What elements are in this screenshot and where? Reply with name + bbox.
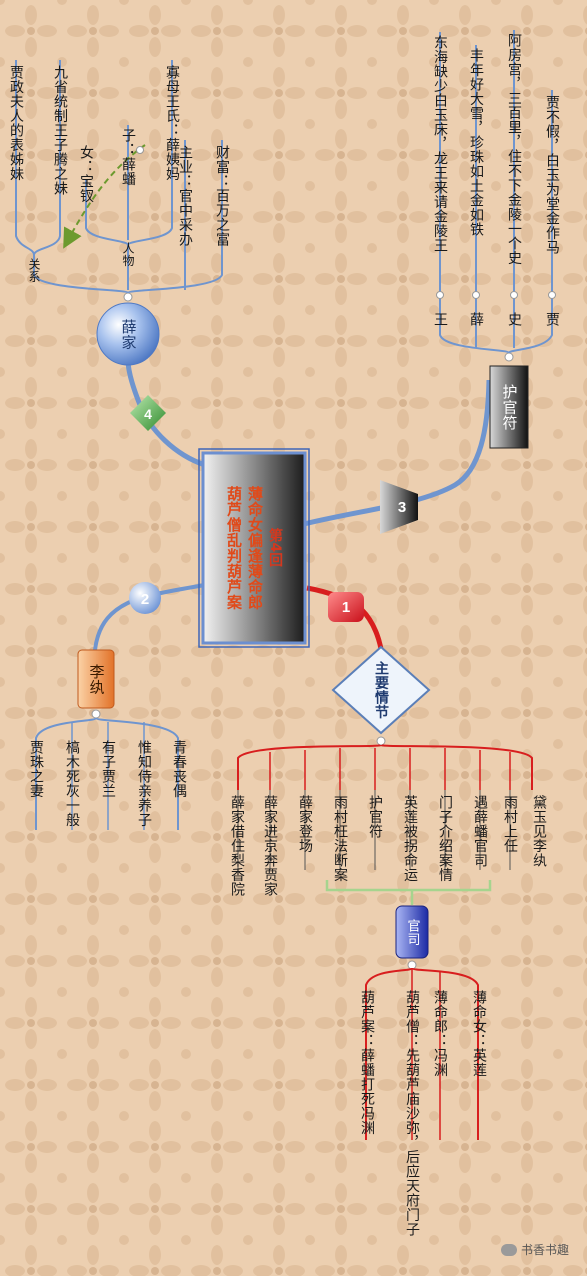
- li-wan-item[interactable]: 青春丧偶: [171, 740, 187, 798]
- protection-charm-node[interactable]: [489, 365, 529, 449]
- xue-family-label-box: 薛家: [97, 303, 159, 365]
- relation-arrow: [63, 144, 146, 249]
- li-wan-item[interactable]: 有子贾兰: [100, 740, 116, 798]
- central-title: 第4回 薄命女偏逢薄命郎 葫芦僧乱判葫芦案: [203, 453, 305, 643]
- main-plot-label-box: 主要情节: [355, 660, 407, 720]
- chapter-title-line1: 薄命女偏逢薄命郎: [246, 486, 264, 610]
- badge-2: 2: [129, 582, 161, 614]
- plot-item[interactable]: 薛家进京奔贾家: [262, 795, 278, 897]
- lawsuit-item[interactable]: 薄命郎：冯渊: [432, 990, 448, 1077]
- chapter-title-line2: 葫芦僧乱判葫芦案: [225, 486, 243, 610]
- badge-1: 1: [328, 592, 364, 622]
- plot-item[interactable]: 黛玉见李纨: [531, 795, 547, 868]
- main-plot-node[interactable]: [331, 645, 431, 735]
- watermark-text: 书香书趣: [520, 1243, 569, 1257]
- li-wan-label: 李纨: [87, 663, 106, 695]
- lawsuit-node[interactable]: [395, 905, 429, 959]
- wechat-icon: [500, 1243, 517, 1256]
- li-wan-item[interactable]: 贾珠之妻: [28, 740, 44, 798]
- charm-row-text[interactable]: 贾不假，白玉为堂金作马: [544, 95, 560, 255]
- plot-item[interactable]: 雨村上任: [502, 795, 518, 853]
- lawsuit-item[interactable]: 葫芦案：薛蟠打死冯渊: [359, 990, 375, 1135]
- xue-relation[interactable]: 贾政夫人的表姊妹: [8, 65, 24, 181]
- xue-wealth[interactable]: 财富：百万之富: [214, 145, 230, 247]
- badge-3-text: 3: [398, 499, 406, 516]
- xue-people-label[interactable]: 人物: [121, 242, 135, 267]
- li-wan-label-box: 李纨: [78, 650, 114, 708]
- plot-item[interactable]: 薛家借住梨香院: [229, 795, 245, 897]
- collapse-toggle-4[interactable]: [123, 292, 133, 302]
- plot-item[interactable]: 遇薛蟠官司: [472, 795, 488, 868]
- xue-family-node[interactable]: [96, 302, 160, 366]
- chapter-number: 第4回: [267, 528, 283, 568]
- plot-item[interactable]: 雨村枉法断案: [332, 795, 348, 882]
- badge-1-text: 1: [342, 599, 350, 616]
- lawsuit-label-box: 官司: [396, 906, 428, 958]
- charm-row-tag: 贾: [544, 312, 560, 327]
- xue-person[interactable]: 女：宝钗: [78, 145, 94, 203]
- charm-row-tag: 史: [506, 312, 522, 327]
- watermark: 书香书趣: [500, 1241, 569, 1258]
- central-topic[interactable]: [198, 448, 310, 648]
- li-wan-node[interactable]: [77, 649, 115, 709]
- charm-row-text[interactable]: 东海缺少白玉床，龙王来请金陵王: [432, 35, 448, 253]
- badge-3: 3: [380, 480, 418, 534]
- collapse-toggle-1[interactable]: [376, 736, 386, 746]
- plot-item[interactable]: 门子介绍案情: [437, 795, 453, 882]
- li-wan-item[interactable]: 惟知侍亲养子: [136, 740, 152, 827]
- lawsuit-item[interactable]: 葫芦僧：先葫芦庙沙弥，后应天府门子: [404, 990, 420, 1237]
- badge-2-text: 2: [141, 591, 149, 608]
- lawsuit-label: 官司: [404, 918, 420, 946]
- collapse-toggle-2[interactable]: [91, 709, 101, 719]
- badge-4-text: 4: [144, 406, 152, 422]
- main-plot-label: 主要情节: [373, 661, 389, 719]
- xue-family-label: 薛家: [119, 318, 138, 350]
- xue-relation-label[interactable]: 关系: [27, 258, 41, 283]
- li-wan-item[interactable]: 槁木死灰一般: [64, 740, 80, 827]
- plot-item[interactable]: 英莲被拐命运: [402, 795, 418, 882]
- protection-charm-label: 护官符: [500, 383, 519, 431]
- plot-item[interactable]: 护官符: [367, 795, 383, 839]
- xue-relation[interactable]: 九省统制王子腾之妹: [52, 65, 68, 196]
- charm-row-tag: 薛: [468, 312, 484, 327]
- collapse-toggle-lawsuit[interactable]: [407, 960, 417, 970]
- charm-row-text[interactable]: 丰年好大雪，珍珠如土金如铁: [468, 48, 484, 237]
- collapse-toggle-3[interactable]: [504, 352, 514, 362]
- plot-item[interactable]: 薛家登场: [297, 795, 313, 853]
- xue-business[interactable]: 主业：官中采办: [177, 145, 193, 247]
- xue-person[interactable]: 寡母王氏：薛姨妈: [164, 65, 180, 181]
- charm-row-tag: 王: [432, 312, 448, 327]
- protection-charm-label-box: 护官符: [490, 366, 528, 448]
- xue-person[interactable]: 子：薛蟠: [120, 128, 136, 186]
- badge-4: 4: [130, 395, 166, 431]
- charm-row-text[interactable]: 阿房宫，三百里，住不下金陵一个史: [506, 33, 522, 265]
- lawsuit-item[interactable]: 薄命女：英莲: [471, 990, 487, 1077]
